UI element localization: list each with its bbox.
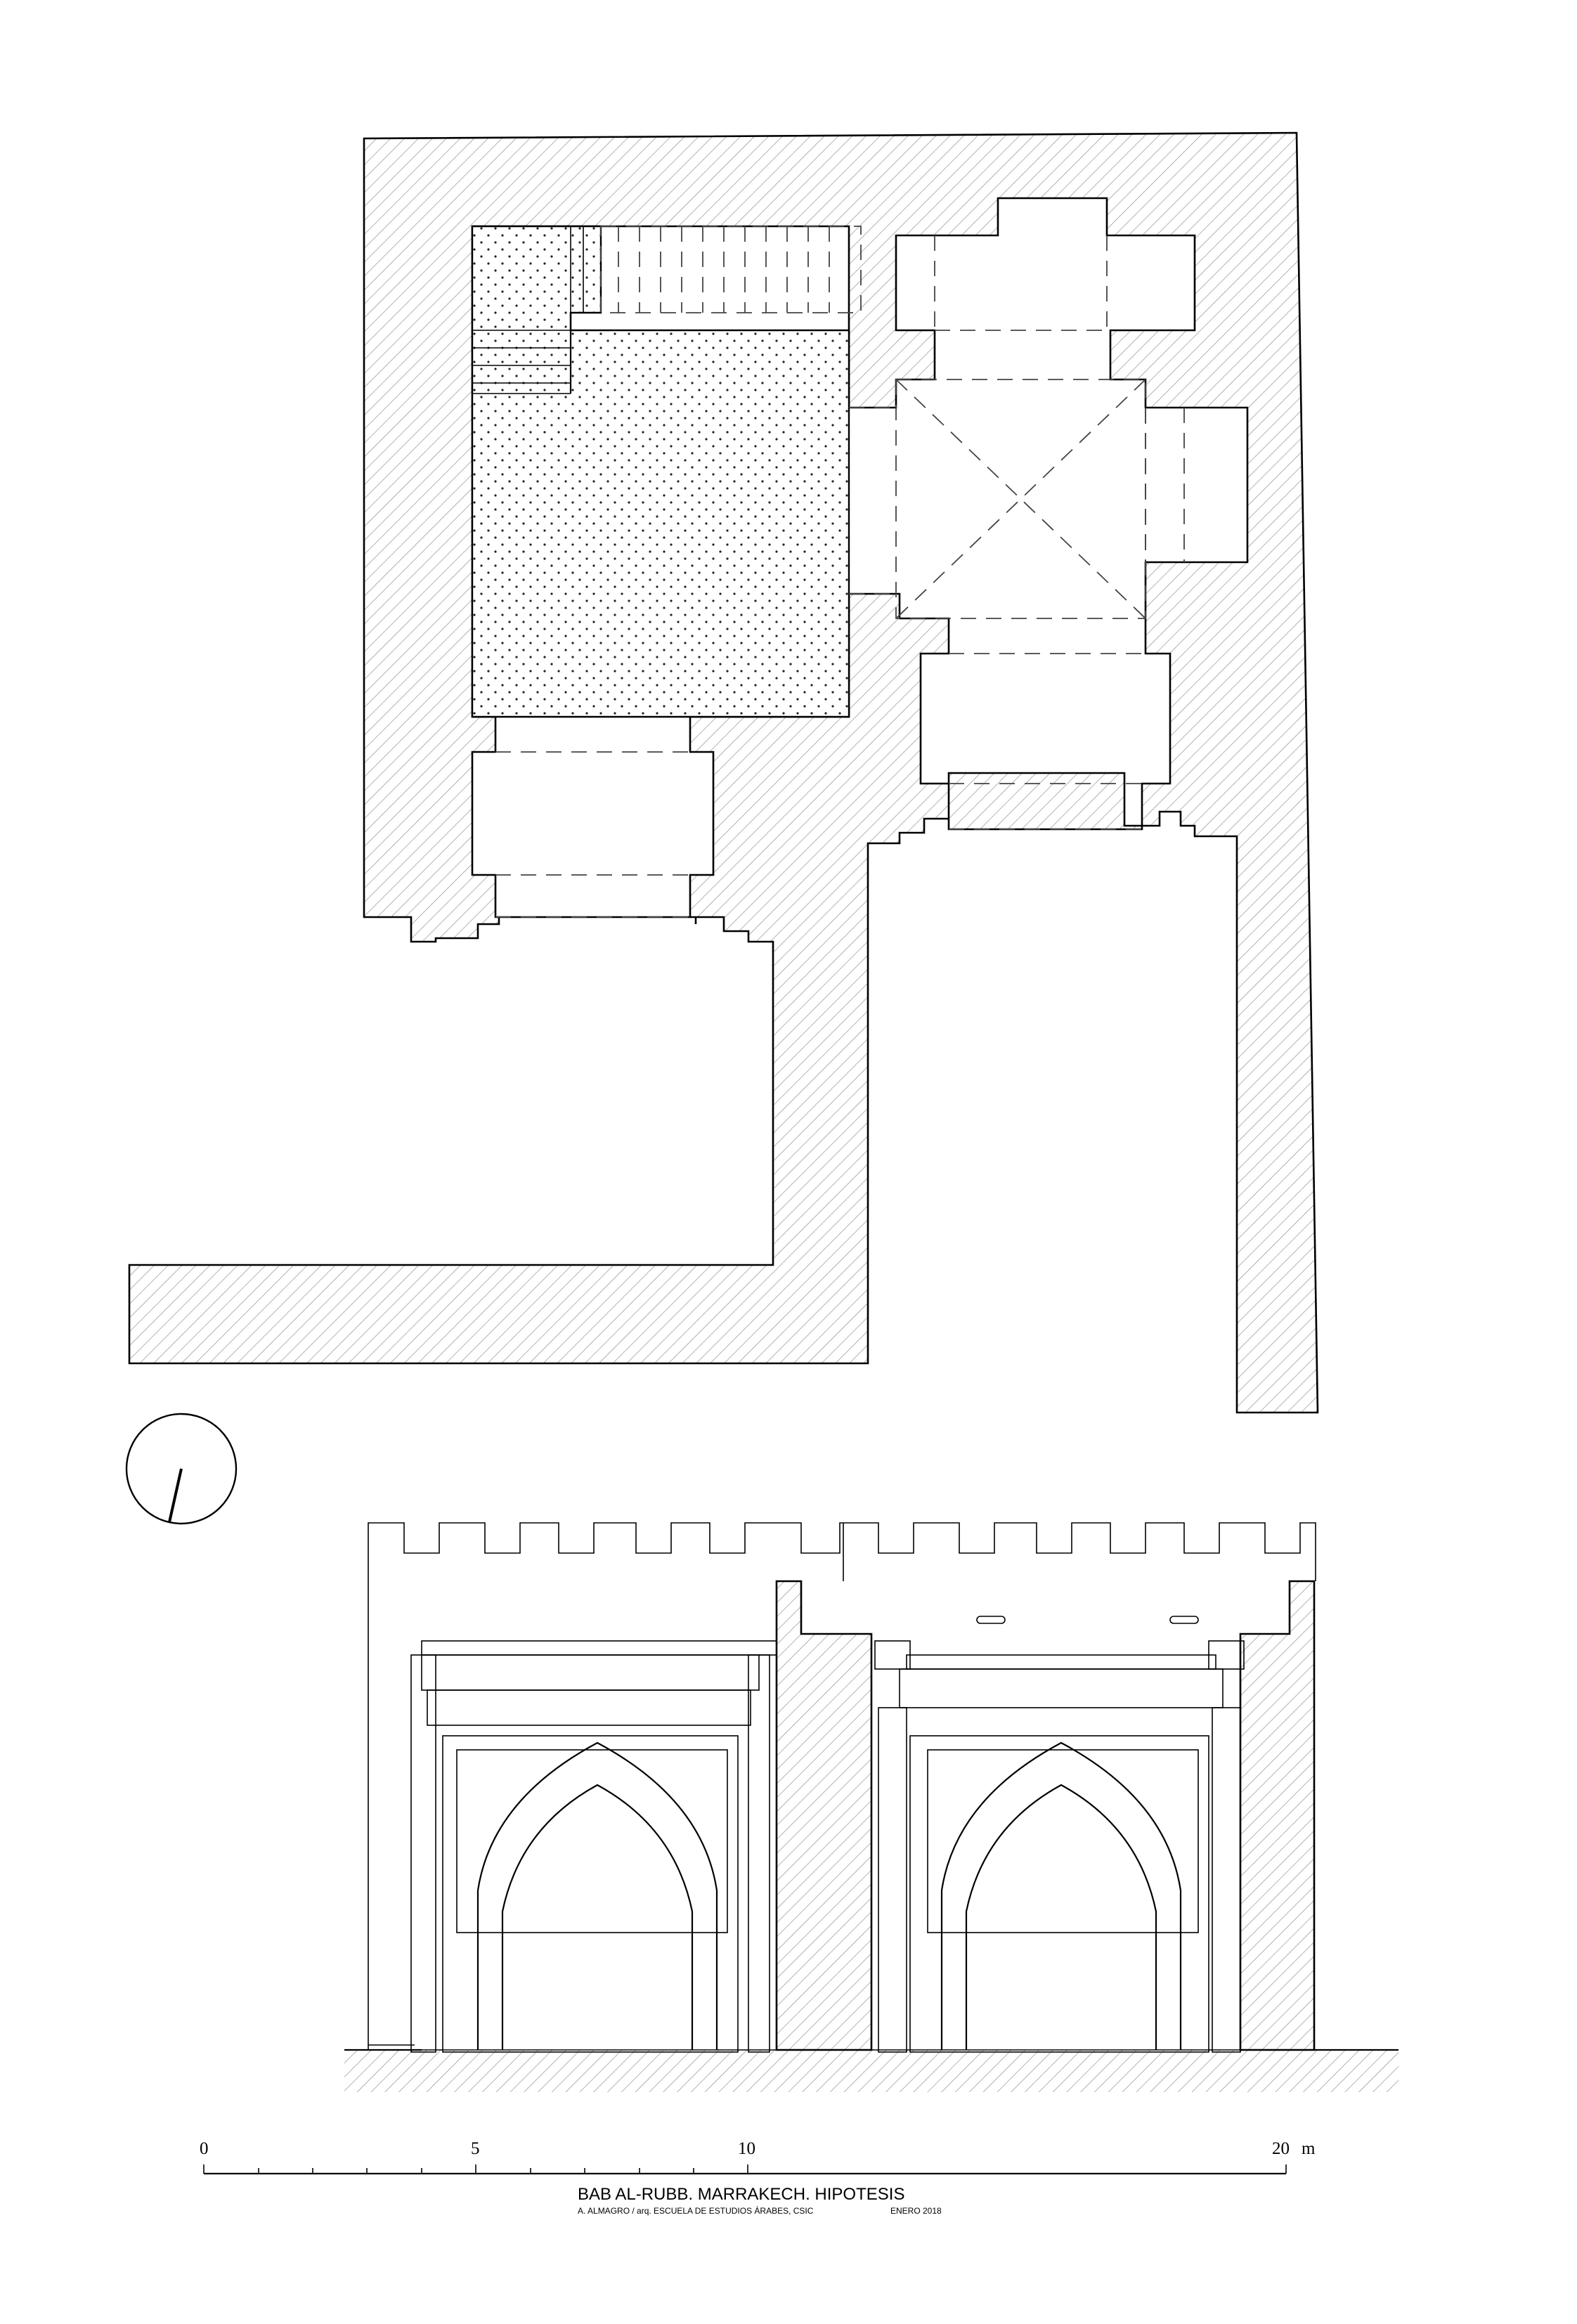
scale-unit: m [1302, 2139, 1316, 2158]
elevation-left-gate [368, 1640, 777, 2053]
plan-dashed-gallery [600, 226, 862, 313]
plan-dotted-area [471, 225, 850, 718]
elevation-right-gate [871, 1616, 1245, 2053]
elevation-right-tower [1239, 1580, 1316, 2051]
title-block: BAB AL-RUBB. MARRAKECH. HIPOTESIS A. ALM… [578, 2185, 942, 2216]
drawing-credit: A. ALMAGRO / arq. ESCUELA DE ESTUDIOS ÁR… [578, 2205, 814, 2216]
north-arrow-circle [125, 1413, 238, 1525]
plan-masonry-main [128, 131, 1319, 1414]
scale-label-10: 10 [738, 2139, 755, 2158]
scale-label-5: 5 [471, 2139, 480, 2158]
scale-label-20: 20 [1272, 2139, 1290, 2158]
plan-stairs [472, 226, 584, 394]
elevation-tower-pier [775, 1580, 873, 2051]
elevation-ground [344, 2050, 1398, 2092]
elevation [344, 1522, 1398, 2092]
plan-vault-lines [495, 235, 1185, 918]
scale-bar: 0 5 10 20 m [200, 2139, 1316, 2175]
elevation-parapet [368, 1522, 1316, 2050]
floor-plan [128, 131, 1319, 1414]
drawing-title: BAB AL-RUBB. MARRAKECH. HIPOTESIS [578, 2185, 904, 2204]
north-arrow [125, 1413, 238, 1525]
drawing-date: ENERO 2018 [890, 2206, 942, 2216]
scale-label-0: 0 [200, 2139, 209, 2158]
north-arrow-needle [168, 1468, 183, 1523]
